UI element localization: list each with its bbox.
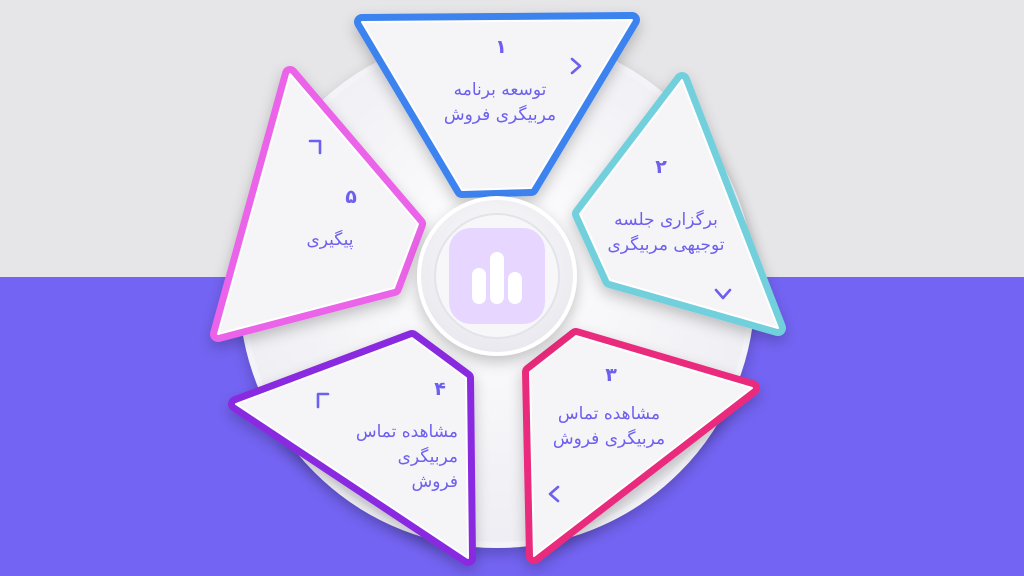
step-5-number: ۵	[345, 186, 357, 208]
step-3-number: ۳	[605, 364, 617, 386]
step-2-label: برگزاری جلسه توجیهی مربیگری	[607, 210, 725, 255]
step-3-label: مشاهده تماس مربیگری فروش	[552, 404, 666, 449]
step-4-segment	[228, 330, 476, 566]
step-3-segment	[522, 328, 760, 564]
step-5-card	[217, 73, 419, 335]
step-1-segment	[354, 12, 640, 198]
central-hub	[417, 196, 577, 356]
corner-arrow-icon	[308, 139, 322, 155]
step-4-label: مشاهده تماس مربیگری فروش	[355, 422, 458, 492]
step-3-card	[529, 335, 753, 557]
step-2-card	[579, 79, 779, 329]
step-5-segment	[210, 66, 426, 342]
chevron-down-icon	[714, 288, 732, 300]
step-1-number: ۱	[495, 36, 507, 58]
step-2-segment	[572, 72, 786, 336]
step-4-card	[235, 337, 469, 559]
step-4-number: ۴	[434, 378, 446, 400]
corner-arrow-icon	[316, 392, 330, 409]
step-2-number: ۲	[655, 156, 667, 178]
step-1-label: توسعه برنامه مربیگری فروش	[443, 80, 557, 125]
bar-chart-icon	[449, 228, 545, 324]
step-5-label: پیگیری	[306, 230, 354, 250]
chevron-left-icon	[548, 485, 560, 503]
step-1-card	[361, 19, 633, 191]
chevron-right-icon	[570, 57, 582, 75]
